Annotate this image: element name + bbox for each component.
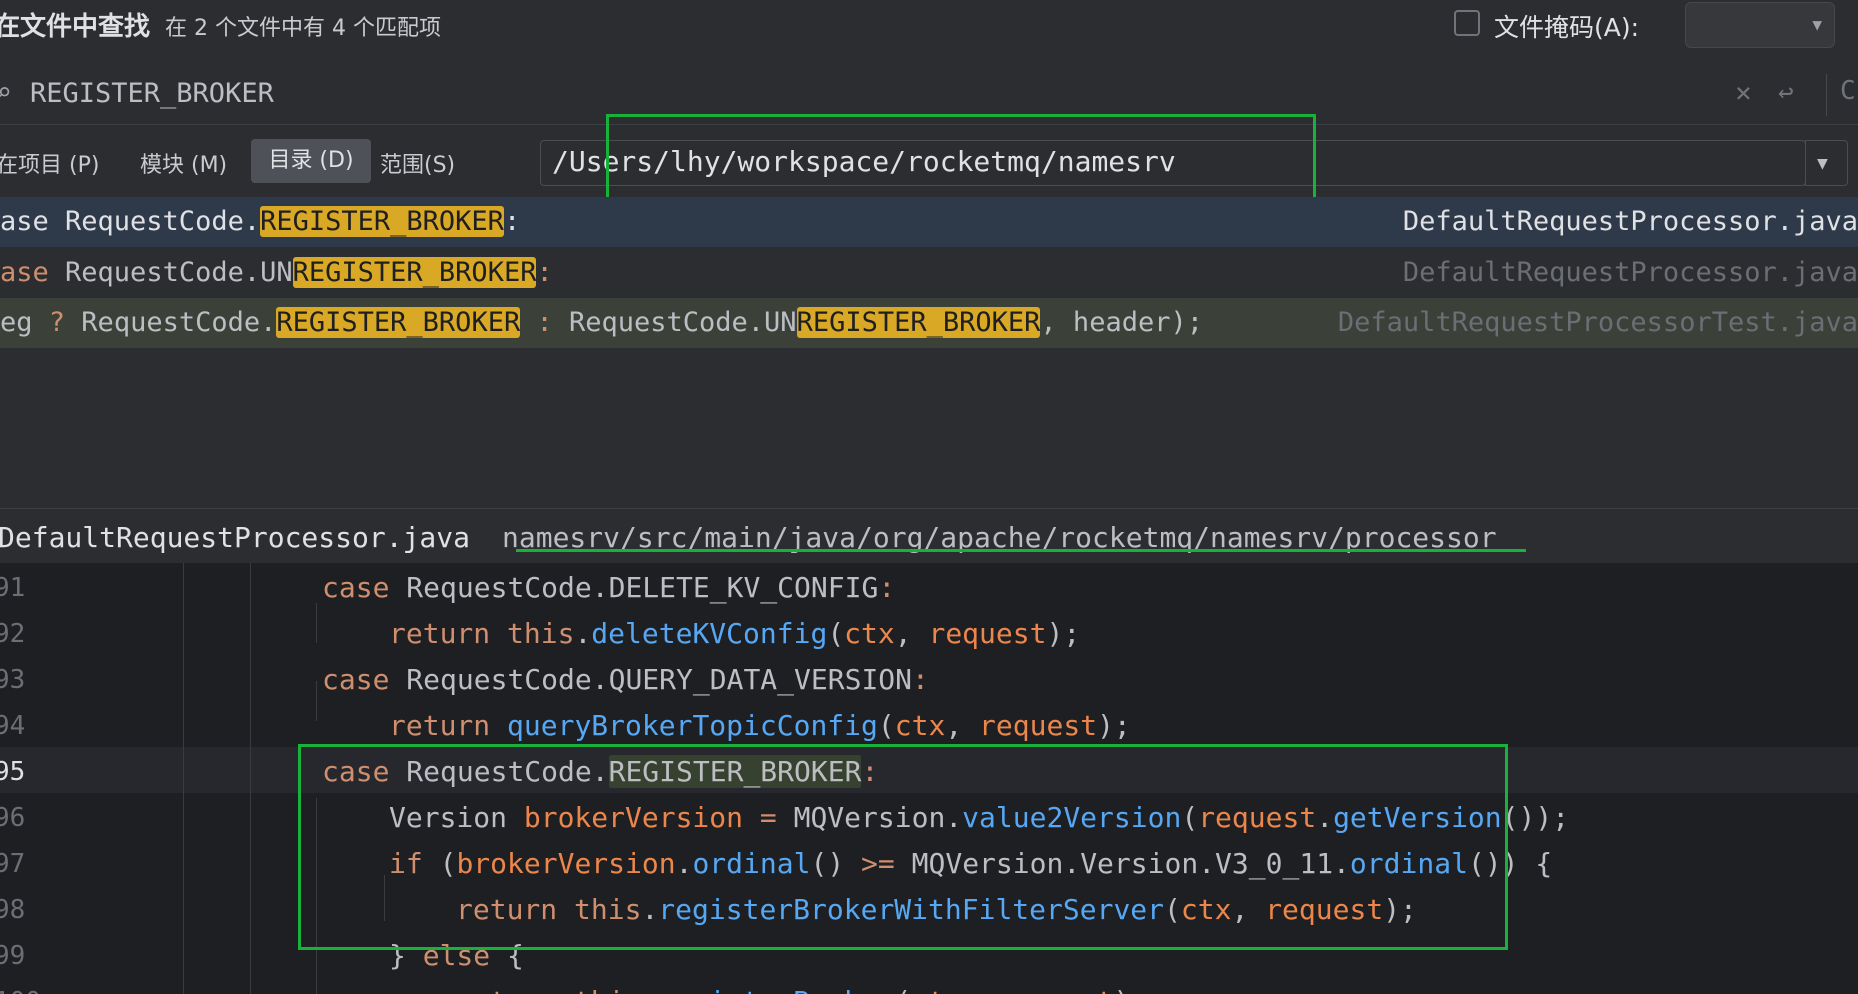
result-row[interactable]: eg ? RequestCode.REGISTER_BROKER : Reque… (0, 298, 1858, 348)
code-line: case RequestCode.QUERY_DATA_VERSION: (322, 663, 929, 696)
result-row[interactable]: ase RequestCode.REGISTER_BROKER: DefaultR… (0, 197, 1858, 247)
preview-file-name: DefaultRequestProcessor.java (0, 521, 471, 554)
code-line: return queryBrokerTopicConfig(ctx, reque… (389, 709, 1131, 742)
indent-guide (183, 563, 184, 994)
line-number: 93 (0, 665, 26, 695)
match-highlight: REGISTER_BROKER (292, 257, 537, 288)
file-mask-checkbox[interactable] (1454, 10, 1480, 36)
code-line-current: case RequestCode.REGISTER_BROKER: (322, 755, 879, 788)
result-row[interactable]: ase RequestCode.UNREGISTER_BROKER: Defaul… (0, 248, 1858, 298)
code-line: return this.deleteKVConfig(ctx, request)… (389, 617, 1081, 650)
file-mask-label: 文件掩码(A): (1494, 13, 1640, 42)
result-text: RequestCode.UN (552, 307, 797, 338)
line-number: 100 (0, 987, 54, 994)
directory-path[interactable]: /Users/lhy/workspace/rocketmq/namesrv (552, 145, 1176, 178)
preview-file-path: namesrv/src/main/java/org/apache/rocketm… (502, 521, 1497, 554)
keyword: ase (0, 257, 49, 288)
result-prefix: eg (0, 307, 49, 338)
directory-dropdown-button[interactable] (1805, 140, 1848, 186)
annotation-box-code (298, 744, 1508, 950)
result-suffix: : (536, 257, 553, 288)
code-line: Version brokerVersion = MQVersion.value2… (389, 801, 1570, 834)
annotation-underline (516, 549, 1526, 552)
result-suffix: , header); (1040, 307, 1203, 338)
scope-row: 在项目 (P) 模块 (M) 目录 (D) 范围(S) /Users/lhy/w… (0, 125, 1858, 201)
match-case-icon[interactable]: C (1840, 76, 1856, 106)
scope-directory-tab[interactable]: 目录 (D) (251, 139, 371, 183)
search-input[interactable]: REGISTER_BROKER (30, 78, 274, 109)
indent-guide (250, 563, 251, 994)
scope-module-tab[interactable]: 模块 (M) (140, 153, 228, 178)
line-number-current: 95 (0, 757, 26, 787)
result-file: DefaultRequestProcessor.java (1402, 206, 1858, 237)
code-preview[interactable]: 91 92 93 94 95 96 97 98 99 100 case Requ… (0, 563, 1858, 994)
ternary-colon: : (520, 307, 553, 338)
match-summary: 在 2 个文件中有 4 个匹配项 (165, 16, 441, 41)
line-number: 91 (0, 573, 26, 603)
result-text: RequestCode. (65, 307, 277, 338)
divider (1826, 74, 1827, 116)
code-line: case RequestCode.DELETE_KV_CONFIG: (322, 571, 896, 604)
code-line: if (brokerVersion.ordinal() >= MQVersion… (389, 847, 1553, 880)
code-line: return this.registerBroker(ctx, request)… (456, 985, 1147, 994)
find-in-files-header: 在文件中查找 在 2 个文件中有 4 个匹配项 文件掩码(A): ▼ (0, 0, 1858, 67)
scope-range-tab[interactable]: 范围(S) (380, 153, 456, 178)
dialog-title: 在文件中查找 (0, 12, 151, 42)
preview-header: DefaultRequestProcessor.java namesrv/src… (0, 508, 1858, 564)
indent-guide (316, 798, 317, 994)
match-highlight: REGISTER_BROKER (260, 206, 504, 237)
close-icon[interactable]: × (1735, 76, 1752, 109)
new-line-icon[interactable]: ↩ (1778, 78, 1794, 108)
result-suffix: : (503, 206, 521, 237)
result-prefix: ase RequestCode. (0, 206, 261, 237)
chevron-down-icon: ▼ (1812, 15, 1822, 34)
scope-project-tab[interactable]: 在项目 (P) (0, 153, 100, 178)
search-icon[interactable]: ⌕ (0, 78, 12, 108)
indent-guide (316, 603, 317, 643)
indent-guide (316, 681, 317, 721)
result-file: DefaultRequestProcessorTest.java (1337, 307, 1858, 338)
line-number: 99 (0, 941, 26, 971)
ternary-operator: ? (48, 307, 66, 338)
line-number: 96 (0, 803, 26, 833)
results-empty-area (0, 348, 1858, 508)
code-line: return this.registerBrokerWithFilterServ… (456, 893, 1417, 926)
line-number: 97 (0, 849, 26, 879)
file-mask-dropdown[interactable]: ▼ (1685, 2, 1835, 48)
result-file: DefaultRequestProcessor.java (1402, 257, 1858, 288)
match-highlight: REGISTER_BROKER (276, 307, 521, 338)
line-number: 98 (0, 895, 26, 925)
match-highlight: REGISTER_BROKER (796, 307, 1041, 338)
current-line-highlight (0, 747, 1858, 793)
line-number: 94 (0, 711, 26, 741)
line-number: 92 (0, 619, 26, 649)
directory-field[interactable] (540, 140, 1806, 186)
indent-guide (384, 875, 385, 921)
result-prefix: RequestCode.UN (48, 257, 293, 288)
chevron-down-icon: ▼ (1817, 153, 1828, 174)
